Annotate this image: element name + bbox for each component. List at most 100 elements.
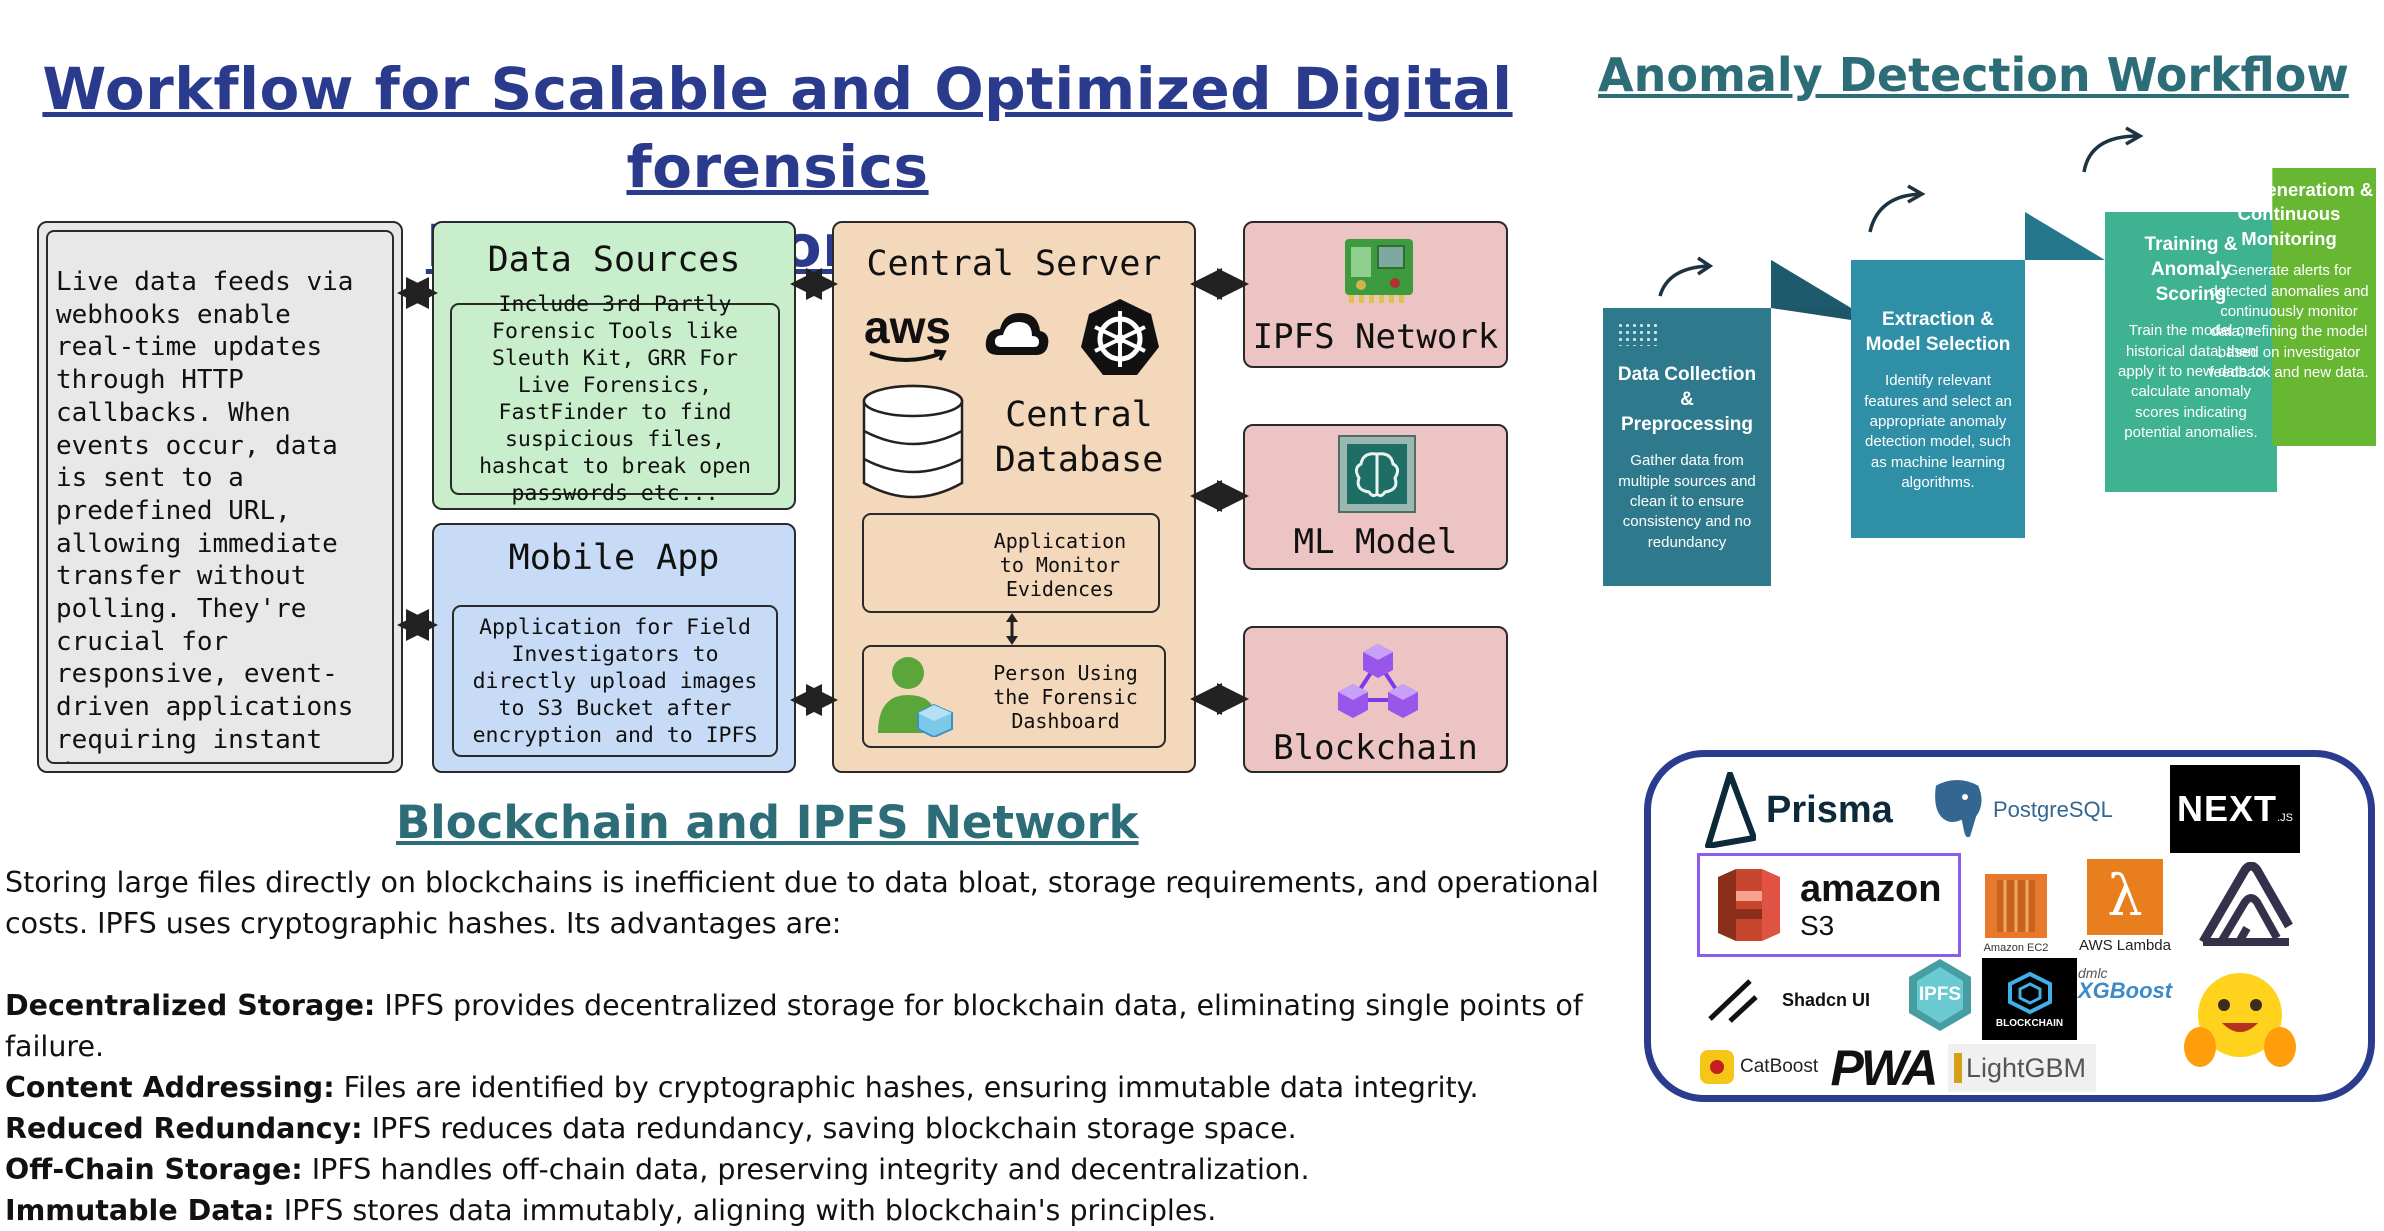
main-title-line1: Workflow for Scalable and Optimized Digi… [42, 55, 1513, 202]
central-server-title: Central Server [866, 244, 1162, 284]
shadcn-icon [1708, 979, 1758, 1023]
postgres-logo: PostgreSQL [1925, 770, 2125, 850]
anomaly-title: Anomaly Detection Workflow [1598, 48, 2349, 102]
blockchain-cubes-icon [1338, 644, 1418, 718]
prisma-logo: Prisma [1700, 765, 1910, 855]
data-sources-desc: Include 3rd Partly Forensic Tools like S… [450, 292, 780, 506]
shadcn-logo: Shadcn UI [1700, 960, 1900, 1040]
nextjs-logo: NEXT .JS [2170, 765, 2300, 853]
step-4-box [2272, 168, 2376, 446]
nextjs-suffix: .JS [2277, 812, 2293, 824]
step-2-desc: Identify relevant features and select an… [1864, 372, 2012, 492]
ipfs-network-box: IPFS Network [1243, 221, 1508, 368]
network-card-icon [1345, 239, 1413, 303]
central-database-label: Central Database [974, 393, 1184, 483]
amazon-s3-logo: amazon S3 [1697, 853, 1961, 957]
mobile-app-desc: Application for Field Investigators to d… [452, 605, 778, 757]
connector-arrows [397, 268, 1249, 716]
webhook-box: Live data feeds via webhooks enable real… [37, 221, 403, 773]
blockchain-chain-icon [2007, 971, 2052, 1014]
xgboost-logo: dmlc XGBoost [2078, 960, 2182, 1008]
shadcn-label: Shadcn UI [1782, 989, 1871, 1010]
intro-line2: costs. IPFS uses cryptographic hashes. I… [5, 907, 842, 940]
prisma-icon [1705, 772, 1756, 848]
step-1-desc: Gather data from multiple sources and cl… [1618, 452, 1756, 551]
vertical-double-arrow [1006, 613, 1018, 645]
huggingface-logo [2180, 960, 2300, 1080]
nextjs-label: NEXT [2177, 788, 2278, 829]
ec2-logo: Amazon EC2 [1975, 860, 2057, 960]
prisma-label: Prisma [1766, 788, 1893, 831]
monitor-app-box: Application to Monitor Evidences [862, 513, 1160, 613]
fold-2 [2025, 212, 2105, 260]
data-sources-box: Data Sources Include 3rd Partly Forensic… [432, 221, 796, 510]
advantage-item: Decentralized Storage: IPFS provides dec… [5, 989, 1583, 1063]
person-icon [878, 657, 953, 737]
elephant-icon [1933, 778, 1984, 840]
step-3-top [2105, 212, 2277, 260]
blockchain-section-body: Storing large files directly on blockcha… [5, 862, 1635, 1231]
blockchain-logo: BLOCKCHAIN [1982, 958, 2077, 1040]
ipfs-logo: IPFS [1905, 955, 1975, 1035]
catboost-icon [1700, 1050, 1734, 1084]
lightgbm-logo: LightGBM [1948, 1044, 2096, 1092]
step-4-desc: Generate alerts for detected anomalies a… [2209, 262, 2369, 382]
brain-chip-icon [1338, 435, 1416, 513]
step-4-title: Alert Generatiom & Continuous Monitoring [2204, 179, 2374, 249]
step-3-title: Training & Anomaly Scoring [2144, 234, 2238, 306]
dots-decoration [1617, 322, 1657, 346]
pwa-logo: PWA [1826, 1040, 1940, 1096]
advantage-item: Reduced Redundancy: IPFS reduces data re… [5, 1112, 1297, 1145]
mobile-app-box: Mobile App Application for Field Investi… [432, 523, 796, 773]
pwa-label: PWA [1830, 1040, 1939, 1096]
webhook-text: Live data feeds via webhooks enable real… [46, 230, 394, 764]
aws-icon: aws [864, 301, 954, 371]
hugging-face-icon [2184, 973, 2296, 1067]
ml-model-label: ML Model [1293, 522, 1458, 562]
lambda-logo: λ AWS Lambda [2075, 856, 2175, 956]
monitor-app-label: Application to Monitor Evidences [993, 529, 1127, 601]
ipfs-network-label: IPFS Network [1252, 317, 1499, 357]
catboost-logo: CatBoost [1700, 1042, 1820, 1092]
lambda-label: AWS Lambda [2079, 936, 2171, 954]
blockchain-logo-label: BLOCKCHAIN [1995, 1017, 2064, 1029]
central-server-box: Central Server aws Central Database [832, 221, 1196, 773]
data-sources-title: Data Sources [487, 240, 741, 280]
amazon-label: amazon [1800, 868, 1942, 910]
advantage-item: Immutable Data: IPFS stores data immutab… [5, 1194, 1217, 1227]
cloud-icon [985, 313, 1049, 355]
step-2-top [1851, 260, 2025, 308]
ec2-label: Amazon EC2 [1983, 942, 2049, 954]
intro-line1: Storing large files directly on blockcha… [5, 866, 1599, 899]
sentry-logo [2190, 858, 2300, 954]
anomaly-step-3-panel: Training & Anomaly Scoring Train the mod… [2105, 234, 2277, 492]
kubernetes-icon [1081, 299, 1159, 375]
advantage-item: Off-Chain Storage: IPFS handles off-chai… [5, 1153, 1310, 1186]
step-1-title: Data Collection & Preprocessing [1617, 364, 1757, 436]
lightgbm-label: LightGBM [1966, 1052, 2087, 1083]
postgres-label: PostgreSQL [1993, 797, 2113, 822]
blockchain-section-title: Blockchain and IPFS Network [396, 796, 1139, 849]
step-3-desc: Train the model on historical data, then… [2118, 322, 2264, 442]
advantage-item: Content Addressing: Files are identified… [5, 1071, 1479, 1104]
person-box: Person Using the Forensic Dashboard [862, 645, 1166, 748]
blockchain-label: Blockchain [1273, 728, 1478, 768]
anomaly-step-1: Data Collection & Preprocessing Gather d… [1603, 308, 1771, 586]
mobile-app-title: Mobile App [508, 538, 720, 578]
lightgbm-icon [1954, 1053, 1962, 1083]
blockchain-box: Blockchain [1243, 626, 1508, 773]
s3-bucket-icon [1718, 869, 1780, 941]
ipfs-hex-icon [1909, 959, 1971, 1031]
ec2-icon [1985, 874, 2047, 938]
dmlc-label: dmlc [2078, 965, 2108, 981]
lambda-icon: λ [2087, 858, 2163, 935]
xgboost-label: XGBoost [2078, 978, 2173, 1003]
sentry-icon [2199, 862, 2293, 946]
central-database-line1: Central [1005, 395, 1153, 435]
workflow-curved-arrows [1658, 126, 2144, 297]
s3-label: S3 [1800, 910, 1835, 941]
fold-1b [1771, 260, 1851, 308]
database-icon [862, 384, 964, 499]
central-database-line2: Database [994, 440, 1164, 480]
person-label: Person Using the Forensic Dashboard [993, 661, 1138, 733]
